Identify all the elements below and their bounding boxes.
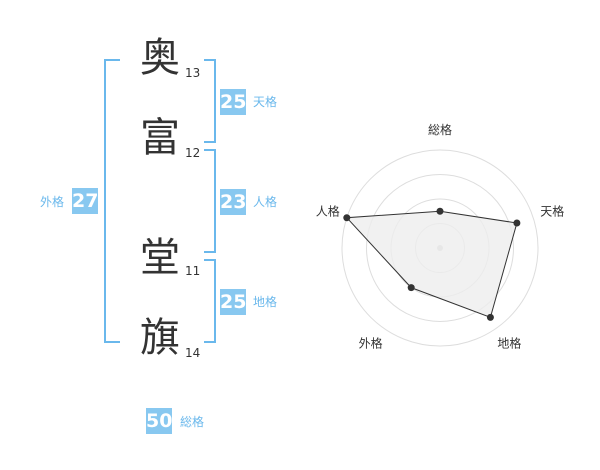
radar-label-1: 天格 <box>540 204 564 219</box>
radar-label-0: 総格 <box>428 122 452 137</box>
soukaku-value-badge: 50 <box>146 408 173 434</box>
radar-point-0 <box>436 207 444 215</box>
radar-point-1 <box>513 219 521 227</box>
radar-point-3 <box>407 284 415 292</box>
radar-point-2 <box>486 313 494 321</box>
tenkaku-value-badge: 25 <box>220 89 247 115</box>
radar-point-4 <box>343 214 351 222</box>
chikaku-bracket <box>204 259 216 343</box>
soukaku-label: 総格 <box>180 415 205 429</box>
name-char-3: 堂 <box>140 235 180 281</box>
radar-data-polygon <box>345 210 518 319</box>
radar-ring-4 <box>341 149 539 347</box>
name-char-2: 富 <box>140 115 180 161</box>
stroke-count-4: 14 <box>185 346 201 360</box>
gaikaku-value-badge: 27 <box>72 188 99 214</box>
stroke-count-2: 12 <box>185 146 201 160</box>
radar-data-points <box>343 207 521 321</box>
jinkaku-value-badge: 23 <box>220 189 247 215</box>
tenkaku-label: 天格 <box>253 95 278 109</box>
stroke-count-3: 11 <box>185 264 201 278</box>
radar-label-4: 人格 <box>316 204 340 219</box>
name-char-1: 奥 <box>140 35 180 81</box>
chikaku-value-badge: 25 <box>220 289 247 315</box>
jinkaku-bracket <box>204 149 216 253</box>
gaikaku-label: 外格 <box>40 195 65 209</box>
name-char-4: 旗 <box>140 315 180 361</box>
tenkaku-bracket <box>204 59 216 143</box>
radar-label-2: 地格 <box>497 335 521 350</box>
chikaku-label: 地格 <box>253 295 278 309</box>
radar-ring-3 <box>366 174 514 322</box>
jinkaku-label: 人格 <box>253 195 278 209</box>
radar-label-3: 外格 <box>359 335 383 350</box>
gaikaku-bracket <box>104 59 120 343</box>
stroke-count-1: 13 <box>185 66 201 80</box>
